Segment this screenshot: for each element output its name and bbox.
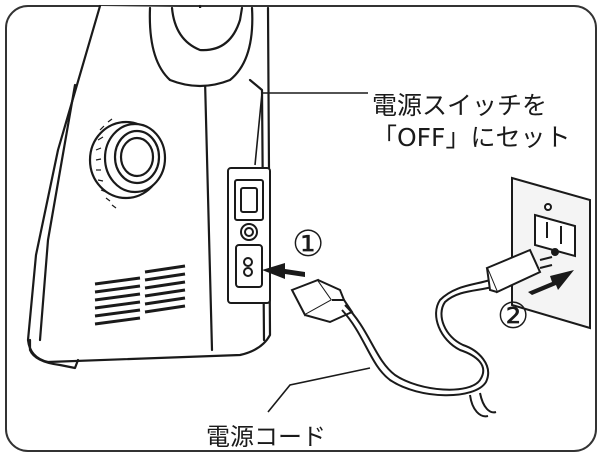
step2-marker: ② xyxy=(497,296,530,337)
arrow-step2 xyxy=(528,270,574,295)
cord-leader-line xyxy=(267,367,371,413)
arrow-step1 xyxy=(262,263,305,279)
switch-off-note: 電源スイッチを 「OFF」にセット xyxy=(372,90,570,154)
power-cord xyxy=(341,279,497,418)
switch-note-line1: 電源スイッチを xyxy=(372,91,548,120)
power-panel xyxy=(227,167,271,304)
switch-note-line2: 「OFF」にセット xyxy=(372,123,571,152)
sewing-machine xyxy=(26,4,272,370)
handwheel-knurling xyxy=(95,118,117,209)
inlet-plug xyxy=(290,278,354,324)
switch-leader-line xyxy=(254,92,368,166)
air-vent xyxy=(94,264,186,326)
wall-plug xyxy=(485,248,553,294)
power-cord-label: 電源コード xyxy=(206,423,326,451)
frame-border xyxy=(5,5,597,452)
step1-marker: ① xyxy=(292,224,325,265)
